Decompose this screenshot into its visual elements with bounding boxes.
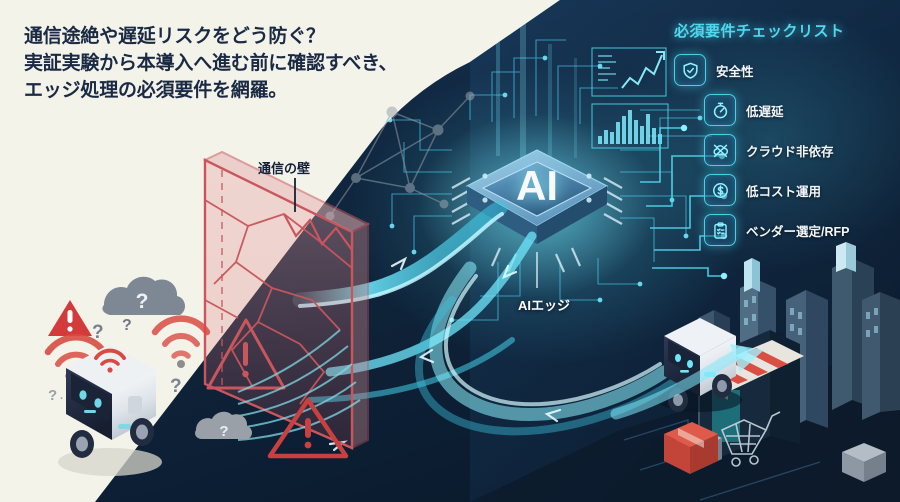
disconnected-robot-scene: ? ? <box>44 276 253 476</box>
robot-wifi-icon <box>94 348 126 373</box>
checklist-item-cloud-independent[interactable]: クラウド非依存 <box>704 131 900 169</box>
callout-ai-edge: AIエッジ <box>518 298 571 313</box>
success-arrow <box>610 344 764 420</box>
svg-text:?: ? <box>92 322 104 343</box>
parcel-red <box>664 422 718 474</box>
title-line-1: 通信途絶や遅延リスクをどう防ぐ？ <box>24 26 325 47</box>
title-line-3: エッジ処理の必須要件を網羅。 <box>24 79 288 101</box>
checklist-item-label: ベンダー選定/RFP <box>746 224 850 239</box>
checklist-item-low-latency[interactable]: 低遅延 <box>704 91 900 129</box>
stopwatch-icon <box>704 94 736 126</box>
svg-text:?: ? <box>136 290 149 313</box>
checklist-heading: 必須要件チェックリスト <box>674 23 845 40</box>
chip-label: AI <box>516 162 558 209</box>
question-marks: ? ? ? ? · <box>48 317 182 405</box>
checklist-item-safety[interactable]: 安全性 <box>674 51 900 89</box>
delivery-robot-offline <box>58 344 162 476</box>
cloud-question-small: ? <box>195 411 253 440</box>
svg-text:?: ? <box>170 376 182 397</box>
shopping-cart <box>720 411 781 467</box>
svg-text:·: · <box>60 393 64 405</box>
checklist-item-label: 安全性 <box>716 64 754 79</box>
requirements-checklist: 必須要件チェックリスト 安全性 低遅延 <box>660 20 900 251</box>
checklist-item-label: クラウド非依存 <box>746 144 834 159</box>
city-scene <box>470 242 900 502</box>
page-title: 通信途絶や遅延リスクをどう防ぐ？ 実証実験から本導入へ進む前に確認すべき、 エッ… <box>24 24 464 105</box>
ai-chip: AI <box>417 113 657 297</box>
warning-mark-on-wall <box>242 342 249 378</box>
warning-triangle-small <box>48 300 92 336</box>
cloud-disabled-icon <box>704 134 736 166</box>
callout-communication-wall: 通信の壁 <box>258 161 311 176</box>
checklist-item-label: 低コスト運用 <box>746 184 822 199</box>
clipboard-check-icon <box>704 214 736 246</box>
warning-triangle-large <box>267 397 349 459</box>
checklist-item-vendor-rfp[interactable]: ベンダー選定/RFP <box>704 211 900 249</box>
svg-text:?: ? <box>219 423 228 440</box>
shield-check-icon <box>674 54 706 86</box>
parcel-gray-2 <box>842 443 886 482</box>
checklist-item-label: 低遅延 <box>746 104 784 119</box>
communication-wall <box>202 150 371 450</box>
cloud-question-large: ? <box>102 276 186 315</box>
checklist-item-low-cost[interactable]: 低コスト運用 <box>704 171 900 209</box>
wifi-signal-right <box>151 315 211 368</box>
checklist-connectors <box>640 127 724 277</box>
svg-text:?: ? <box>122 317 132 334</box>
line-chart-panel <box>591 47 667 97</box>
svg-text:?: ? <box>48 387 57 404</box>
dollar-circle-icon <box>704 174 736 206</box>
title-line-2: 実証実験から本導入へ進む前に確認すべき、 <box>24 52 398 74</box>
